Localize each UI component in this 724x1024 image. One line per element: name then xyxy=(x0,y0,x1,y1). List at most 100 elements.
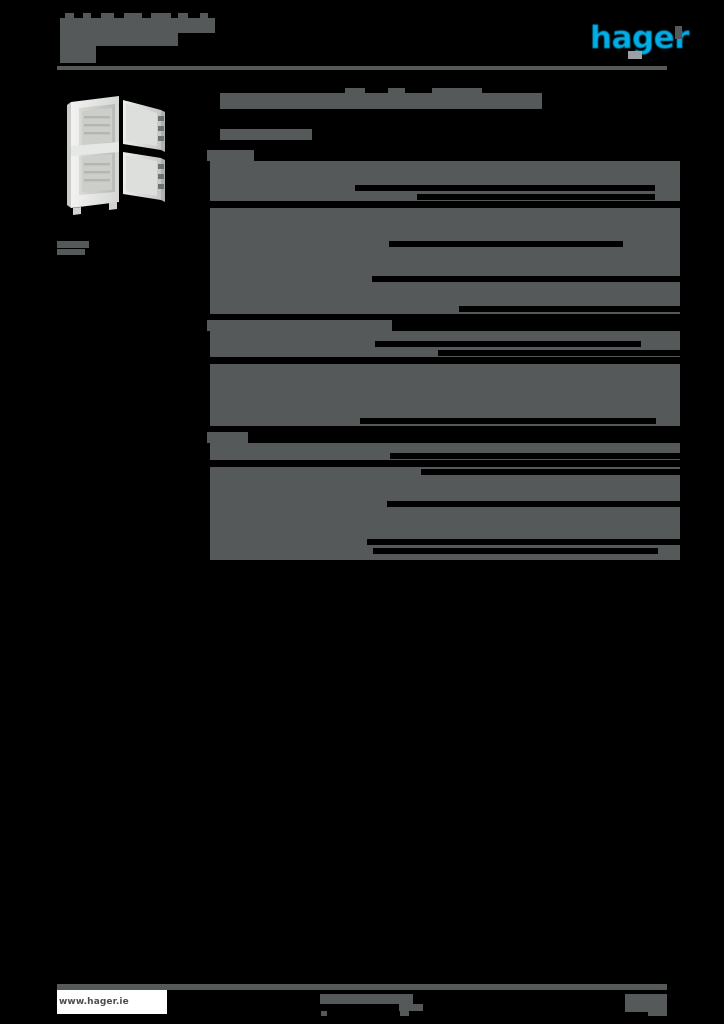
website-url-text: www.hager.ie xyxy=(59,997,129,1007)
table-row xyxy=(207,537,680,546)
title-glyph-cap xyxy=(83,13,91,19)
product-enclosure-illustration xyxy=(57,90,183,223)
table-cell-value xyxy=(387,501,680,507)
footer-divider xyxy=(57,984,667,990)
table-row xyxy=(207,274,680,283)
spec-section xyxy=(207,443,680,560)
product-image-caption-line-2 xyxy=(57,249,85,255)
title-glyph-cap xyxy=(178,13,188,19)
table-row xyxy=(207,546,680,555)
table-cell-label xyxy=(207,555,210,560)
title-glyph-cap xyxy=(151,13,171,19)
table-cell-label xyxy=(207,451,210,460)
table-cell-value xyxy=(459,306,680,312)
table-cell-value xyxy=(375,341,641,347)
product-image xyxy=(57,90,183,223)
table-cell-label xyxy=(207,248,210,274)
table-cell-value xyxy=(438,350,680,356)
table-cell-label xyxy=(207,192,210,201)
section-title xyxy=(207,320,392,331)
table-row xyxy=(207,283,680,304)
spec-section xyxy=(207,331,680,426)
table-cell-value xyxy=(367,539,680,545)
table-row xyxy=(207,499,680,508)
table-row xyxy=(207,201,680,208)
table-cell-label xyxy=(207,161,210,183)
product-image-caption-line-1 xyxy=(57,241,89,248)
table-cell-value xyxy=(390,453,680,459)
document-title-line-1 xyxy=(60,18,215,33)
footer-center-text-secondary xyxy=(399,1004,423,1011)
table-cell-label xyxy=(207,546,210,555)
section-title xyxy=(207,150,254,161)
table-cell-label xyxy=(207,508,210,537)
table-cell-label xyxy=(207,364,210,416)
table-cell-label xyxy=(207,331,210,339)
section-divider xyxy=(207,314,680,320)
website-url-link[interactable]: www.hager.ie xyxy=(57,990,167,1014)
title-glyph-cap xyxy=(124,13,142,19)
footer-center-mark xyxy=(400,1011,409,1016)
logo-edge-mark xyxy=(675,26,682,39)
spec-section xyxy=(207,161,680,314)
table-cell-label xyxy=(207,239,210,248)
table-row xyxy=(207,248,680,274)
heading-glyph-cap xyxy=(345,88,365,94)
table-cell-label xyxy=(207,283,210,304)
table-cell-label xyxy=(207,476,210,499)
logo-underline-mark xyxy=(628,51,642,59)
table-row xyxy=(207,348,680,357)
specifications-table xyxy=(207,150,680,560)
table-cell-label xyxy=(207,274,210,283)
table-cell-label xyxy=(207,537,210,546)
page-subtitle xyxy=(220,129,312,140)
document-title-line-2 xyxy=(60,33,178,46)
title-glyph-cap xyxy=(65,13,74,19)
table-row xyxy=(207,183,680,192)
table-cell-label xyxy=(207,348,210,357)
footer-right-text xyxy=(625,994,667,1003)
title-glyph-cap xyxy=(101,13,114,19)
table-row xyxy=(207,467,680,476)
table-row xyxy=(207,443,680,451)
footer-right-text-secondary xyxy=(625,1003,667,1012)
heading-glyph-cap xyxy=(388,88,405,94)
table-row xyxy=(207,364,680,416)
section-title xyxy=(207,432,248,443)
table-cell-value xyxy=(417,194,655,200)
footer-center-mark xyxy=(321,1011,327,1016)
table-row xyxy=(207,339,680,348)
section-header xyxy=(207,432,680,443)
table-cell-label xyxy=(207,183,210,192)
table-row xyxy=(207,357,680,364)
table-row xyxy=(207,304,680,314)
title-glyph-cap xyxy=(200,13,208,19)
table-cell-value xyxy=(355,185,655,191)
footer-center-text xyxy=(320,994,413,1004)
table-row xyxy=(207,208,680,239)
table-cell-label xyxy=(207,304,210,314)
page-title xyxy=(220,93,542,109)
page-footer: www.hager.ie xyxy=(0,990,724,1024)
table-row xyxy=(207,555,680,560)
table-cell-value xyxy=(360,418,656,424)
table-cell-label xyxy=(207,208,210,239)
hager-logo-text: hager xyxy=(590,20,690,56)
section-header xyxy=(207,150,680,161)
table-row xyxy=(207,161,680,183)
heading-glyph-cap xyxy=(432,88,482,94)
table-cell-label xyxy=(207,443,210,451)
hager-logo[interactable]: hager xyxy=(590,20,690,59)
page-header: hager xyxy=(0,0,724,80)
table-row xyxy=(207,460,680,467)
header-divider xyxy=(57,66,667,70)
table-row xyxy=(207,476,680,499)
table-cell-label xyxy=(207,339,210,348)
table-cell-label xyxy=(207,416,210,426)
table-row xyxy=(207,508,680,537)
table-row xyxy=(207,331,680,339)
table-cell-value xyxy=(389,241,623,247)
table-row xyxy=(207,239,680,248)
table-cell-value xyxy=(373,548,658,554)
